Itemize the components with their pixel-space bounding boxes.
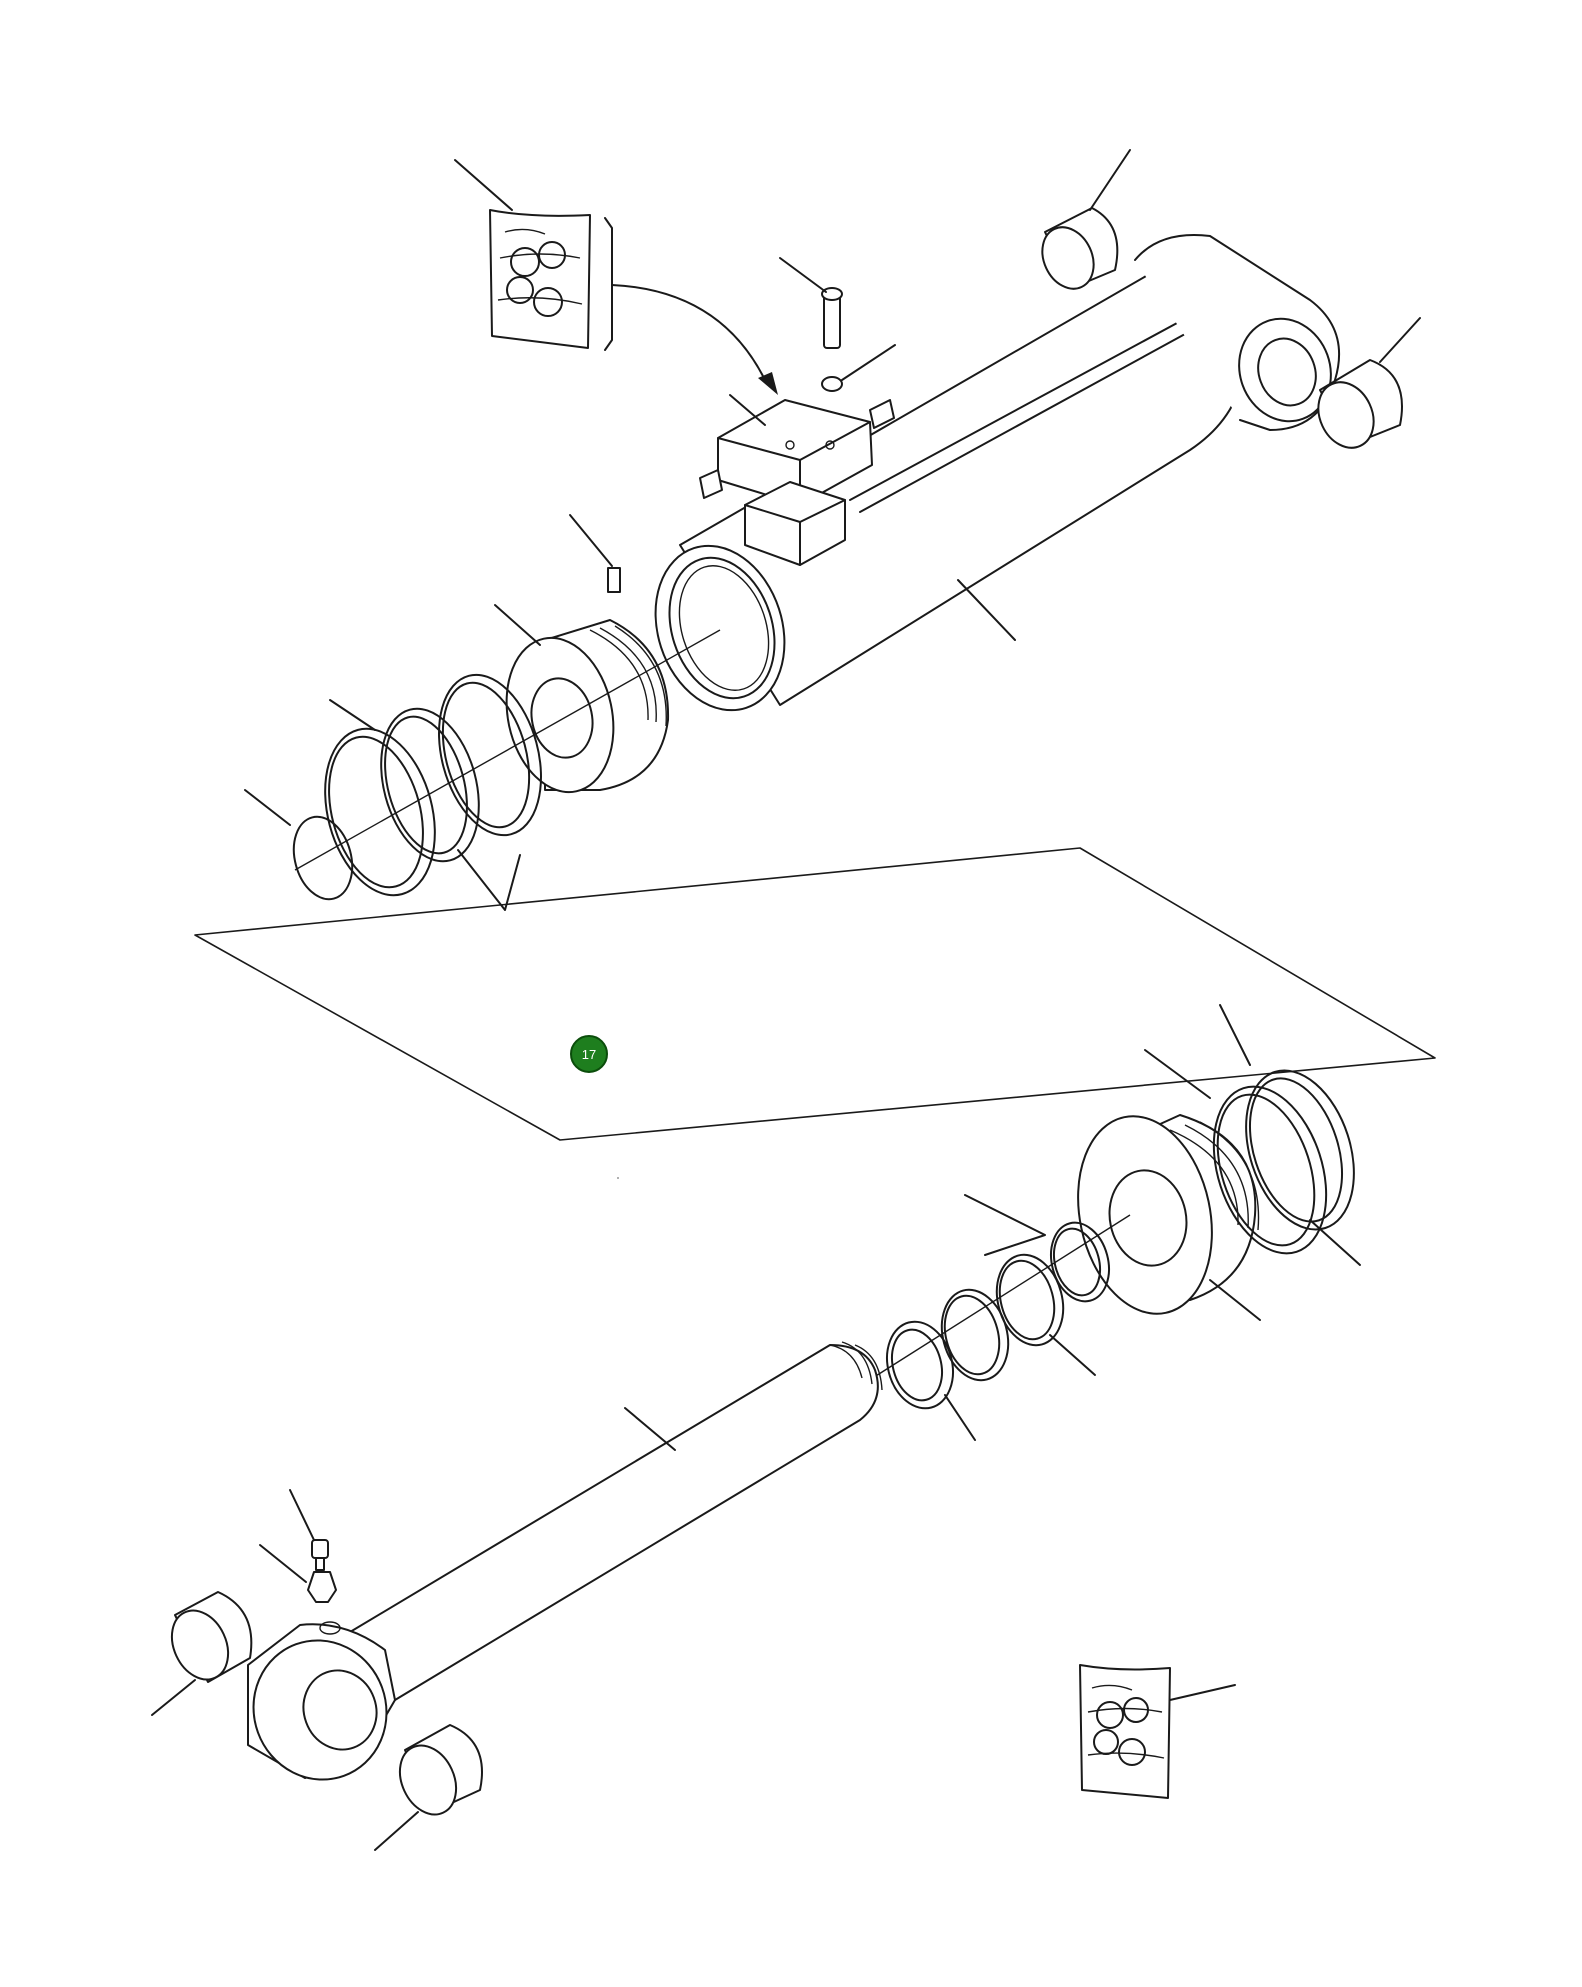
valve-washer [821, 344, 896, 392]
rod-seal-3 [940, 1288, 1010, 1382]
seal-ring-4 [244, 789, 354, 901]
rod-seal-4 [886, 1320, 976, 1441]
grub-screw [569, 514, 621, 593]
rod-seal-2 [995, 1253, 1096, 1376]
rod-bushing-right [374, 1724, 483, 1851]
seal-kit-icon [454, 159, 613, 351]
seal-kit-icon [1079, 1664, 1236, 1799]
head-bushing-left [1041, 149, 1131, 290]
piston-seal-2 [1219, 1004, 1361, 1266]
grease-nipple [289, 1489, 329, 1571]
connection-bracket [194, 847, 1436, 1141]
piston-rod [339, 1341, 883, 1701]
piston-seal-1 [1144, 1049, 1328, 1255]
rod-bushing-left [151, 1591, 253, 1716]
seal-ring-1 [438, 673, 542, 837]
gland-head [494, 604, 670, 794]
assembly-arrow [611, 284, 766, 381]
valve-block [699, 394, 895, 566]
arrow-head [758, 372, 778, 395]
diagram-dot [617, 1177, 619, 1179]
rod-seal-bracket [964, 1194, 1046, 1256]
piston [1077, 1114, 1261, 1321]
seal-ring-3 [324, 727, 436, 897]
cylinder-barrel [654, 234, 1341, 712]
rod-eye [247, 1621, 396, 1781]
callout-badge[interactable]: 17 [570, 1035, 608, 1073]
seal-group-bracket [457, 849, 521, 911]
rod-seal-1 [1050, 1221, 1110, 1303]
valve-bolt [779, 257, 843, 349]
grease-adapter [259, 1544, 337, 1603]
head-bushing-right [1317, 317, 1421, 449]
